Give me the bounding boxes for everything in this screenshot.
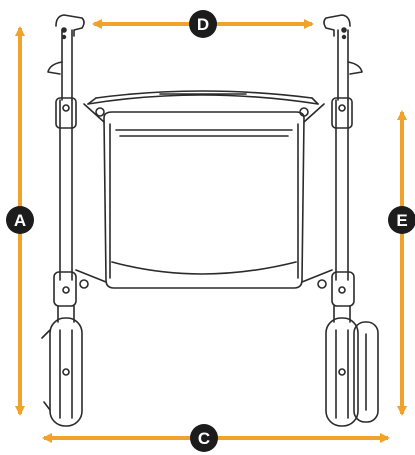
label-badge-e: E	[388, 206, 415, 234]
dimension-arrows	[15, 19, 407, 443]
rollator-frame	[41, 14, 379, 427]
label-badge-a: A	[6, 206, 34, 234]
label-badge-c: C	[190, 424, 218, 452]
label-d: D	[197, 15, 209, 34]
label-badge-d: D	[189, 10, 217, 38]
label-e: E	[396, 211, 407, 230]
label-c: C	[198, 429, 210, 448]
label-a: A	[14, 211, 26, 230]
